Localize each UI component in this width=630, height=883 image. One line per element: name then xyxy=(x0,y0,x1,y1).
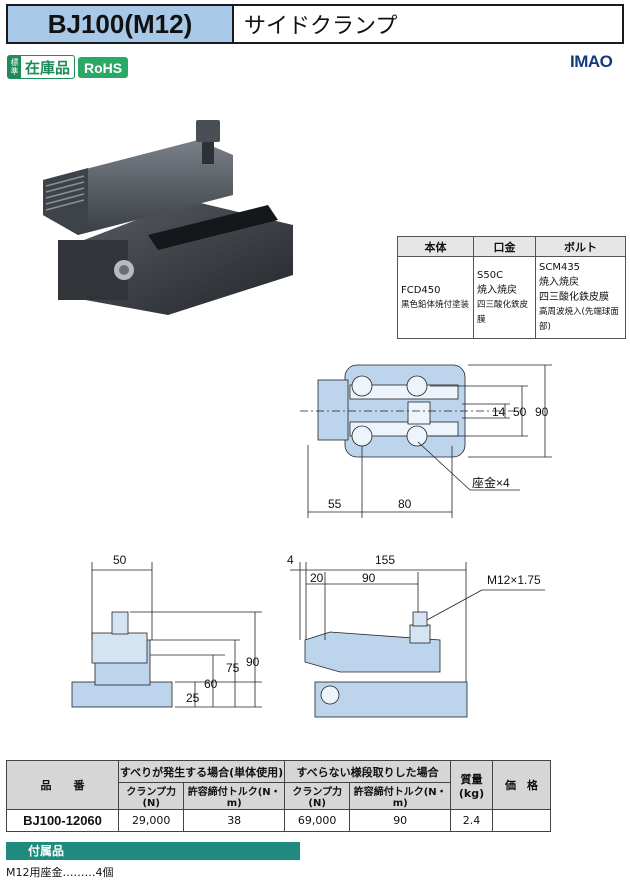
part-number: BJ100-12060 xyxy=(6,809,119,832)
spec-sub-force-1: クランプ力(N) xyxy=(117,782,185,810)
dim-side-90: 90 xyxy=(246,655,260,669)
spec-sub-force-2: クランプ力(N) xyxy=(283,782,351,810)
dim-front-20: 20 xyxy=(310,571,324,585)
dim-80: 80 xyxy=(398,497,412,511)
clamp-force-slip: 29,000 xyxy=(117,809,185,832)
spec-header-noslip: すべらない様段取りした場合 xyxy=(283,760,452,783)
material-body: FCD450 黒色鉛体焼付塗装 xyxy=(397,256,474,339)
standard-tag: 標 準 xyxy=(8,56,21,78)
dim-55: 55 xyxy=(328,497,342,511)
dim-front-90: 90 xyxy=(362,571,376,585)
standard-stock-badge: 標 準 在庫品 xyxy=(7,55,76,79)
material-header-body: 本体 xyxy=(397,236,474,257)
spec-header-slip: すべりが発生する場合(単体使用) xyxy=(118,760,285,783)
material-header-jaw: 口金 xyxy=(473,236,536,257)
in-stock-label: 在庫品 xyxy=(25,58,71,77)
washer-label: 座金×4 xyxy=(472,475,510,490)
table-row: BJ100-12060 29,000 38 69,000 90 2.4 xyxy=(6,809,551,832)
rohs-badge: RoHS xyxy=(78,57,129,78)
product-name: サイドクランプ xyxy=(234,6,622,42)
thread-label: M12×1.75 xyxy=(487,573,541,587)
spec-sub-torque-2: 許容締付トルク(N・m) xyxy=(349,782,451,810)
brand-logo: IMAO xyxy=(570,52,613,71)
accessory-item: M12用座金………4個 xyxy=(6,866,114,879)
price xyxy=(492,809,551,832)
dim-side-25: 25 xyxy=(186,691,200,705)
title-bar: BJ100(M12) サイドクランプ xyxy=(6,4,624,44)
clamp-force-noslip: 69,000 xyxy=(283,809,351,832)
dim-side-60: 60 xyxy=(204,677,218,691)
dim-side-75: 75 xyxy=(226,661,240,675)
torque-slip: 38 xyxy=(183,809,285,832)
spec-header-mass: 質量(kg) xyxy=(450,760,493,810)
spec-header-part: 品 番 xyxy=(6,760,119,810)
mass: 2.4 xyxy=(450,809,493,832)
dimension-drawings: 14 50 90 55 80 座金×4 50 25 60 75 90 4 155… xyxy=(71,364,552,718)
spec-header-price: 価 格 xyxy=(492,760,551,810)
torque-noslip: 90 xyxy=(349,809,451,832)
spec-table: 品 番 すべりが発生する場合(単体使用) すべらない様段取りした場合 質量(kg… xyxy=(6,760,551,832)
product-photo xyxy=(43,120,293,315)
material-header-bolt: ボルト xyxy=(535,236,626,257)
spec-sub-torque-1: 許容締付トルク(N・m) xyxy=(183,782,285,810)
material-table: 本体 口金 ボルト FCD450 黒色鉛体焼付塗装 S50C 焼入焼戻 四三酸化… xyxy=(397,236,626,339)
dim-side-50: 50 xyxy=(113,553,127,567)
accessories-heading: 付属品 xyxy=(6,842,300,860)
product-code: BJ100(M12) xyxy=(8,6,234,42)
dim-14: 14 xyxy=(492,405,506,419)
material-bolt: SCM435 焼入焼戻 四三酸化鉄皮膜 高周波焼入(先端球面部) xyxy=(535,256,626,339)
dim-90: 90 xyxy=(535,405,549,419)
dim-front-4: 4 xyxy=(287,553,294,567)
dim-front-155: 155 xyxy=(375,553,395,567)
material-jaw: S50C 焼入焼戻 四三酸化鉄皮膜 xyxy=(473,256,536,339)
dim-50: 50 xyxy=(513,405,527,419)
